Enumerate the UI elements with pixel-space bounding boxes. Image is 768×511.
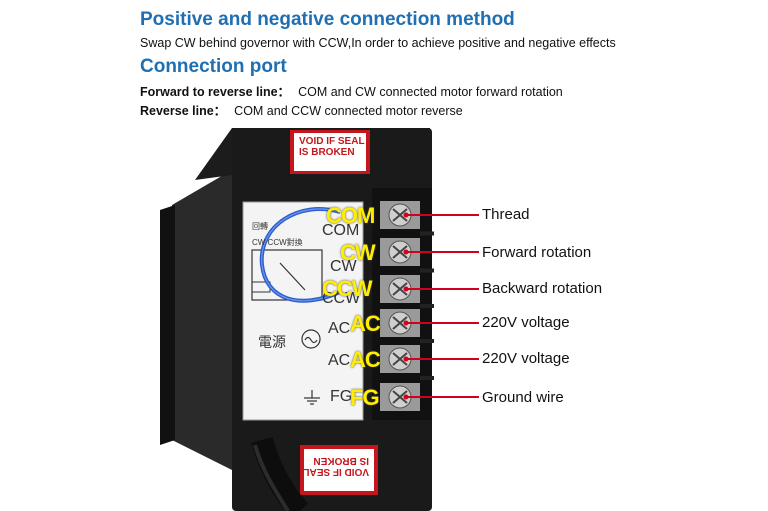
panel-term-ac-2: AC: [328, 352, 351, 369]
terminal-divider: [420, 376, 434, 380]
ground-symbol-icon: [304, 390, 320, 405]
panel-power-label: 電源: [258, 334, 286, 350]
seal-top-line-1: VOID IF SEAL: [299, 136, 365, 147]
terminal-screw-icon: [380, 383, 420, 411]
terminal-divider: [420, 304, 434, 308]
callout-dot: [403, 212, 409, 218]
device-back-edge: [160, 205, 175, 445]
seal-sticker-top-inner: [294, 133, 366, 171]
seal-top-line-2: IS BROKEN: [299, 147, 355, 158]
terminal-label-ac-1: AC: [350, 311, 381, 336]
terminal-label-com: COM: [326, 203, 375, 228]
forward-line-description: Forward to reverse line： COM and CW conne…: [140, 81, 563, 100]
callout-backward-rotation: Backward rotation: [482, 280, 603, 297]
callout-dot: [403, 286, 409, 292]
forward-line-text: COM and CW connected motor forward rotat…: [298, 85, 563, 99]
panel-term-cw: CW: [330, 258, 357, 275]
terminal-screw-icon: [380, 309, 420, 337]
terminal-label-fg: FG: [350, 385, 380, 410]
callout-thread: Thread: [482, 206, 530, 223]
reverse-line-description: Reverse line： COM and CCW connected motor…: [140, 100, 463, 119]
seal-bottom-line-2: IS BROKEN: [313, 455, 369, 466]
panel-small-text-2: CW CCW對換: [252, 238, 303, 247]
panel-term-ac-1: AC: [328, 320, 351, 337]
terminal-label-ccw: CCW: [322, 276, 373, 301]
callout-ground-wire: Ground wire: [482, 389, 564, 406]
seal-top-text: VOID IF SEAL IS BROKEN: [299, 136, 365, 158]
callout-220v-2: 220V voltage: [482, 350, 570, 367]
callout-dot: [403, 320, 409, 326]
heading-connection-port: Connection port: [140, 56, 287, 77]
panel-small-text-1: 回轉: [252, 222, 268, 231]
terminal-label-cw: CW: [340, 240, 376, 265]
seal-bottom-text: VOID IF SEAL IS BROKEN: [303, 455, 369, 477]
forward-line-label: Forward to reverse line：: [140, 85, 291, 99]
panel-term-com: COM: [322, 222, 360, 239]
device-side-panel: [172, 170, 232, 470]
reverse-line-text: COM and CCW connected motor reverse: [234, 104, 463, 118]
power-cable: [251, 436, 309, 511]
terminal-divider: [420, 231, 434, 236]
reverse-line-label: Reverse line：: [140, 104, 227, 118]
panel-small-text: 回轉 CW CCW對換: [252, 222, 303, 248]
panel-term-fg: FG: [330, 388, 353, 405]
heading-connection-method: Positive and negative connection method: [140, 9, 515, 30]
ac-symbol-icon: [301, 329, 321, 349]
terminal-divider: [420, 268, 434, 273]
callout-forward-rotation: Forward rotation: [482, 244, 592, 261]
seal-bottom-line-1: VOID IF SEAL: [303, 466, 369, 477]
ac-wave-icon: [304, 336, 318, 344]
seal-sticker-bottom-inner: [304, 449, 374, 491]
callout-lines: [403, 212, 479, 400]
terminal-label-ac-2: AC: [350, 347, 381, 372]
callout-dot: [403, 249, 409, 255]
jumper-wire-highlight: [261, 208, 341, 302]
panel-term-ccw: CCW: [322, 290, 361, 307]
subtitle-swap-note: Swap CW behind governor with CCW,In orde…: [140, 36, 616, 50]
terminal-label-panel: [242, 201, 364, 421]
terminal-divider: [420, 339, 434, 343]
callout-dot: [403, 394, 409, 400]
power-cable-highlight: [253, 444, 290, 511]
callout-dot: [403, 356, 409, 362]
schematic-line: [279, 262, 306, 291]
callout-220v-1: 220V voltage: [482, 314, 570, 331]
